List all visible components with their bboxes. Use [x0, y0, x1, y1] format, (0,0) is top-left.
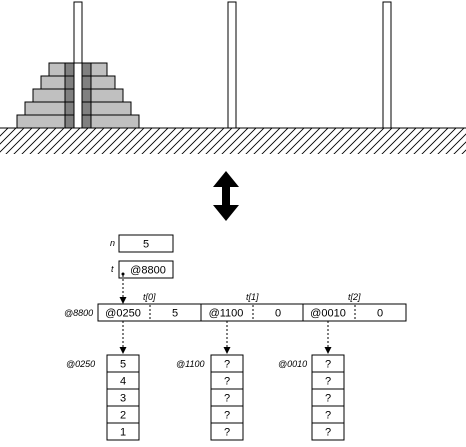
stack-1: @1100 ? ? ? ? ? — [176, 354, 244, 441]
stack-cell: 3 — [106, 388, 140, 407]
stack-cell-value: ? — [325, 376, 331, 388]
variable-t-value: @8800 — [130, 265, 166, 277]
struct-address: @8800 — [64, 308, 93, 318]
stack-cell-value: 3 — [120, 393, 126, 405]
stack-cell-value: ? — [224, 376, 230, 388]
stack-cell: ? — [311, 354, 345, 373]
pointer-origin-dot — [121, 272, 125, 276]
stack-cell: 1 — [106, 422, 140, 441]
struct-outline — [97, 303, 407, 322]
stack-cell-value: ? — [325, 410, 331, 422]
stack-cell: ? — [210, 354, 244, 373]
struct-field-ptr: @0250 — [105, 308, 141, 320]
stack-cell: ? — [311, 422, 345, 441]
variable-t-box — [118, 260, 174, 279]
struct-field-label: t[1] — [246, 292, 259, 302]
stack-cell-value: ? — [325, 359, 331, 371]
variable-n-box — [118, 234, 174, 253]
pointer-t-to-struct — [119, 275, 127, 304]
variable-n-label: n — [110, 238, 115, 248]
stack-cell-value: 4 — [120, 376, 126, 388]
struct-field-0: t[0] @0250 5 — [105, 292, 178, 320]
stack-address: @0250 — [66, 359, 95, 369]
stack-cell: 4 — [106, 371, 140, 390]
struct-field-2: t[2] @0010 0 — [310, 292, 383, 320]
variable-n: n 5 — [110, 234, 174, 253]
double-arrow-up-down-icon — [213, 171, 239, 221]
peg-2 — [227, 1, 237, 129]
disks — [16, 62, 140, 129]
stack-cell-value: 1 — [120, 427, 126, 439]
stack-cell-value: ? — [224, 410, 230, 422]
stack-2: @0010 ? ? ? ? ? — [278, 354, 345, 441]
stack-cell-value: ? — [325, 427, 331, 439]
stack-cell-value: 2 — [120, 410, 126, 422]
hanoi-scene — [0, 1, 466, 154]
struct-field-ptr: @1100 — [209, 308, 244, 320]
stack-cell: ? — [210, 388, 244, 407]
stack-cell: ? — [311, 405, 345, 424]
stack-0: @0250 5 4 3 2 1 — [66, 354, 140, 441]
stack-cell-value: ? — [325, 393, 331, 405]
struct-field-label: t[0] — [143, 292, 156, 302]
stack-cell-value: ? — [224, 393, 230, 405]
stack-cell: 5 — [106, 354, 140, 373]
struct-field-count: 0 — [275, 308, 281, 320]
pointers-struct-to-stacks — [119, 321, 332, 354]
stack-cell-value: ? — [224, 359, 230, 371]
stack-cell: ? — [311, 388, 345, 407]
struct-array: @8800 t[0] @0250 5 t[1] @1100 0 t[2] @00… — [64, 292, 407, 322]
struct-field-count: 0 — [377, 308, 383, 320]
stack-cell: ? — [210, 422, 244, 441]
stack-cell: 2 — [106, 405, 140, 424]
struct-field-1: t[1] @1100 0 — [209, 292, 281, 320]
struct-field-label: t[2] — [348, 292, 361, 302]
stack-cell: ? — [210, 405, 244, 424]
stack-cell-value: 5 — [120, 359, 126, 371]
stack-address: @1100 — [176, 359, 205, 369]
struct-field-ptr: @0010 — [310, 308, 346, 320]
variable-t: t @8800 — [111, 260, 174, 279]
stack-cell: ? — [210, 371, 244, 390]
peg-front — [73, 62, 83, 129]
struct-field-count: 5 — [172, 308, 178, 320]
variable-t-label: t — [111, 264, 114, 274]
stack-address: @0010 — [278, 359, 307, 369]
stack-cell-value: ? — [224, 427, 230, 439]
variable-n-value: 5 — [143, 239, 149, 251]
peg-3 — [382, 1, 392, 129]
ground-hatch — [0, 128, 466, 154]
stack-cell: ? — [311, 371, 345, 390]
